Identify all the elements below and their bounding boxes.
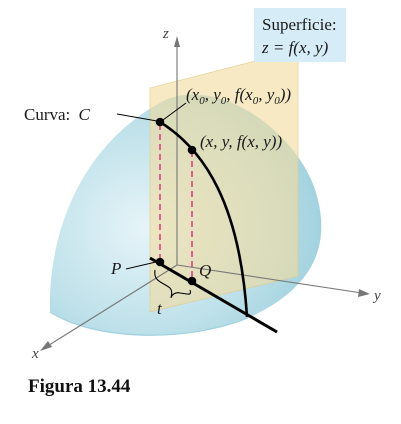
param-t-label: t xyxy=(157,299,163,318)
base-line xyxy=(149,256,278,334)
p0-close: )) xyxy=(279,85,292,104)
p0-y-sub: 0 xyxy=(221,95,227,107)
p-leader xyxy=(125,261,157,270)
point0-label: (x0, y0, f(x0, y0)) xyxy=(186,85,291,107)
y-axis-label: y xyxy=(372,288,381,304)
point-p xyxy=(155,257,165,267)
t-brace xyxy=(154,269,192,299)
curve-label-text: Curva: xyxy=(24,105,70,124)
p0-open: ( xyxy=(186,85,193,104)
point-on-curve-1 xyxy=(187,145,197,155)
y-axis xyxy=(176,264,363,294)
curve-leader xyxy=(116,113,158,122)
p0-x: x xyxy=(191,85,200,104)
p0-sep2: , xyxy=(226,85,235,104)
curve-label-var: C xyxy=(79,105,91,124)
y-axis-arrow xyxy=(358,289,370,297)
p0-f-sub2: 0 xyxy=(274,95,280,107)
p0-y: y xyxy=(211,85,221,104)
legend-equation: z = f(x, y) xyxy=(261,38,329,57)
figure-caption: Figura 13.44 xyxy=(28,376,131,397)
x-axis-label: x xyxy=(31,346,39,362)
p0-sep1: , xyxy=(205,85,214,104)
p0-comma: , y xyxy=(258,85,275,104)
x-axis xyxy=(45,264,178,348)
z-axis-label: z xyxy=(162,26,169,42)
z-axis-arrow xyxy=(174,36,180,47)
vertical-plane xyxy=(149,49,299,313)
curve-label: Curva: C xyxy=(24,105,91,124)
curve-c xyxy=(159,120,249,318)
point-p-label: P xyxy=(110,259,121,278)
point-q-label: Q xyxy=(199,261,211,280)
point-on-curve-0 xyxy=(155,117,165,127)
point-q xyxy=(187,276,197,286)
surface-rim xyxy=(49,311,249,336)
p0-f: f(x xyxy=(235,85,253,104)
legend-box xyxy=(254,8,346,62)
x-axis-arrow xyxy=(40,341,52,351)
p0-f-sub1: 0 xyxy=(253,95,259,107)
point0-leader xyxy=(162,102,187,121)
p0-x-sub: 0 xyxy=(199,95,205,107)
legend-title: Superficie: xyxy=(262,15,337,34)
point1-label: (x, y, f(x, y)) xyxy=(200,132,282,151)
